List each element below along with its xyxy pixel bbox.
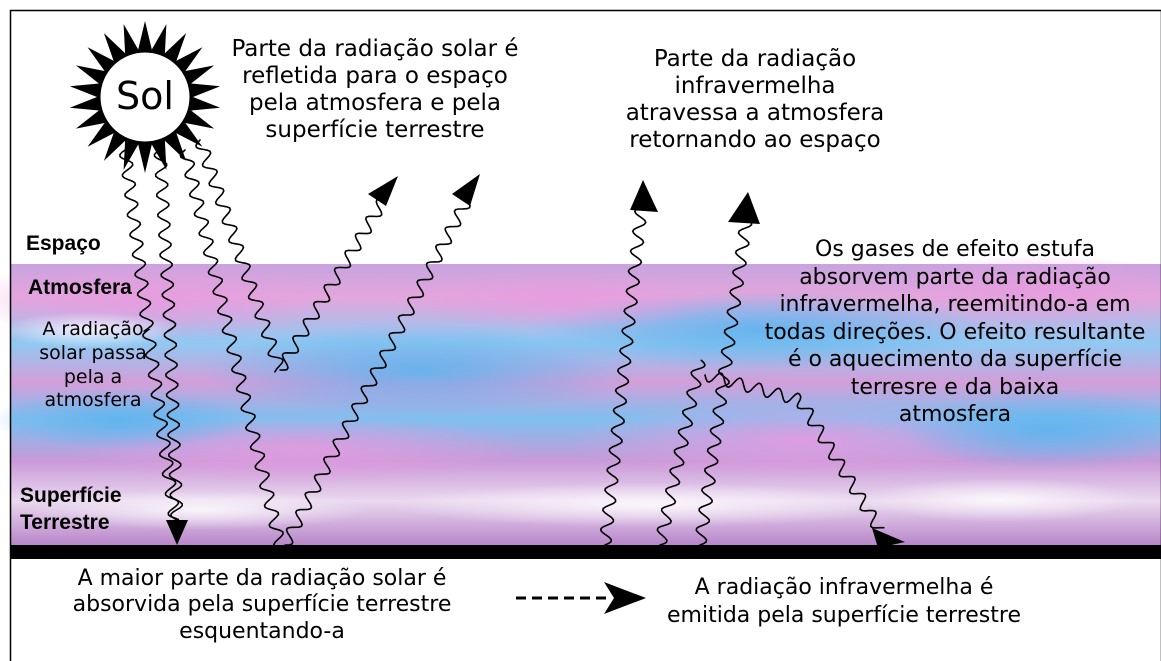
atmosphere-band — [0, 255, 1161, 546]
caption-reflected-line: Parte da radiação solar é — [231, 36, 519, 62]
caption-passes-line: solar passa — [39, 341, 147, 364]
wave-reflect-atmos-in — [195, 139, 284, 373]
caption-passes-line: pela a — [63, 365, 123, 388]
wave-reflect-surface-out — [284, 195, 471, 546]
caption-absorbed-line: A maior parte da radiação solar é — [77, 566, 447, 591]
caption-greenhouse-line: infravermelha, reemitindo-a em — [779, 292, 1131, 317]
arrowhead-reflect-surface — [452, 174, 480, 206]
caption-ir-line: retornando ao espaço — [629, 127, 881, 154]
radiation-rays — [119, 139, 885, 548]
label-space: Espaço — [26, 232, 101, 255]
wave-ir-escape-1 — [599, 208, 647, 546]
label-surface: Superfície Terrestre — [20, 482, 122, 537]
arrowhead-reflect-atmos — [368, 176, 398, 206]
wave-reflect-surface-in — [179, 149, 284, 548]
caption-emitted-line: A radiação infravermelha é — [694, 575, 994, 600]
arrowhead-ir-reemitted — [872, 528, 905, 548]
arrowhead-ir-escape-1 — [630, 180, 658, 212]
wave-incoming-main — [153, 149, 184, 521]
label-surface-line: Superfície — [20, 484, 122, 507]
caption-infrared-escape: Parte da radiação infravermelha atravess… — [600, 46, 910, 155]
dashed-arrow-legend — [516, 582, 646, 614]
caption-reflected-line: refletida para o espaço — [242, 63, 508, 90]
ground-line — [10, 545, 1161, 559]
arrowhead-down-surface — [166, 520, 188, 545]
caption-greenhouse-line: atmosfera — [898, 402, 1012, 427]
caption-absorbed-line: absorvida pela superfície terrestre — [72, 592, 452, 618]
wave-ir-absorbed — [656, 359, 706, 546]
caption-greenhouse-line: Os gases de efeito estufa — [815, 237, 1095, 262]
wave-incoming-left — [119, 149, 180, 521]
caption-greenhouse-line: terresre e da baixa — [850, 374, 1060, 400]
caption-emitted-line: emitida pela superfície terrestre — [667, 602, 1021, 628]
caption-reflected-line: superfície terrestre — [265, 117, 485, 144]
sun-icon — [69, 21, 221, 173]
caption-reflected: Parte da radiação solar é refletida para… — [210, 36, 540, 145]
caption-ir-line: atravessa a atmosfera — [625, 100, 885, 127]
caption-greenhouse-line: é o aquecimento da superfície — [787, 347, 1123, 372]
caption-greenhouse-line: absorvem parte da radiação — [799, 264, 1111, 290]
caption-passes-line: atmosfera — [44, 389, 142, 412]
label-surface-line: Terrestre — [20, 511, 110, 535]
caption-ir-line: infravermelha — [674, 73, 836, 100]
sun-label: Sol — [116, 74, 174, 118]
caption-greenhouse-line: todas direções. O efeito resultante — [764, 319, 1146, 345]
caption-absorbed: A maior parte da radiação solar é absorv… — [22, 566, 502, 645]
frame — [9, 9, 1161, 661]
caption-ir-line: Parte da radiação — [653, 46, 857, 72]
arrowhead-ir-escape-2 — [728, 192, 760, 224]
caption-greenhouse: Os gases de efeito estufa absorvem parte… — [745, 236, 1161, 429]
label-atmosphere: Atmosfera — [28, 276, 132, 299]
caption-emitted: A radiação infravermelha é emitida pela … — [644, 574, 1044, 629]
caption-passes: A radiação solar passa pela a atmosfera — [8, 318, 178, 413]
arrowheads — [166, 174, 905, 548]
caption-absorbed-line: esquentando-a — [179, 618, 345, 644]
caption-reflected-line: pela atmosfera e pela — [249, 90, 501, 117]
caption-passes-line: A radiação — [42, 318, 144, 340]
wave-ir-escape-2 — [695, 222, 753, 546]
wave-reflect-atmos-out — [279, 198, 389, 371]
wave-ir-reemitted — [704, 372, 885, 529]
